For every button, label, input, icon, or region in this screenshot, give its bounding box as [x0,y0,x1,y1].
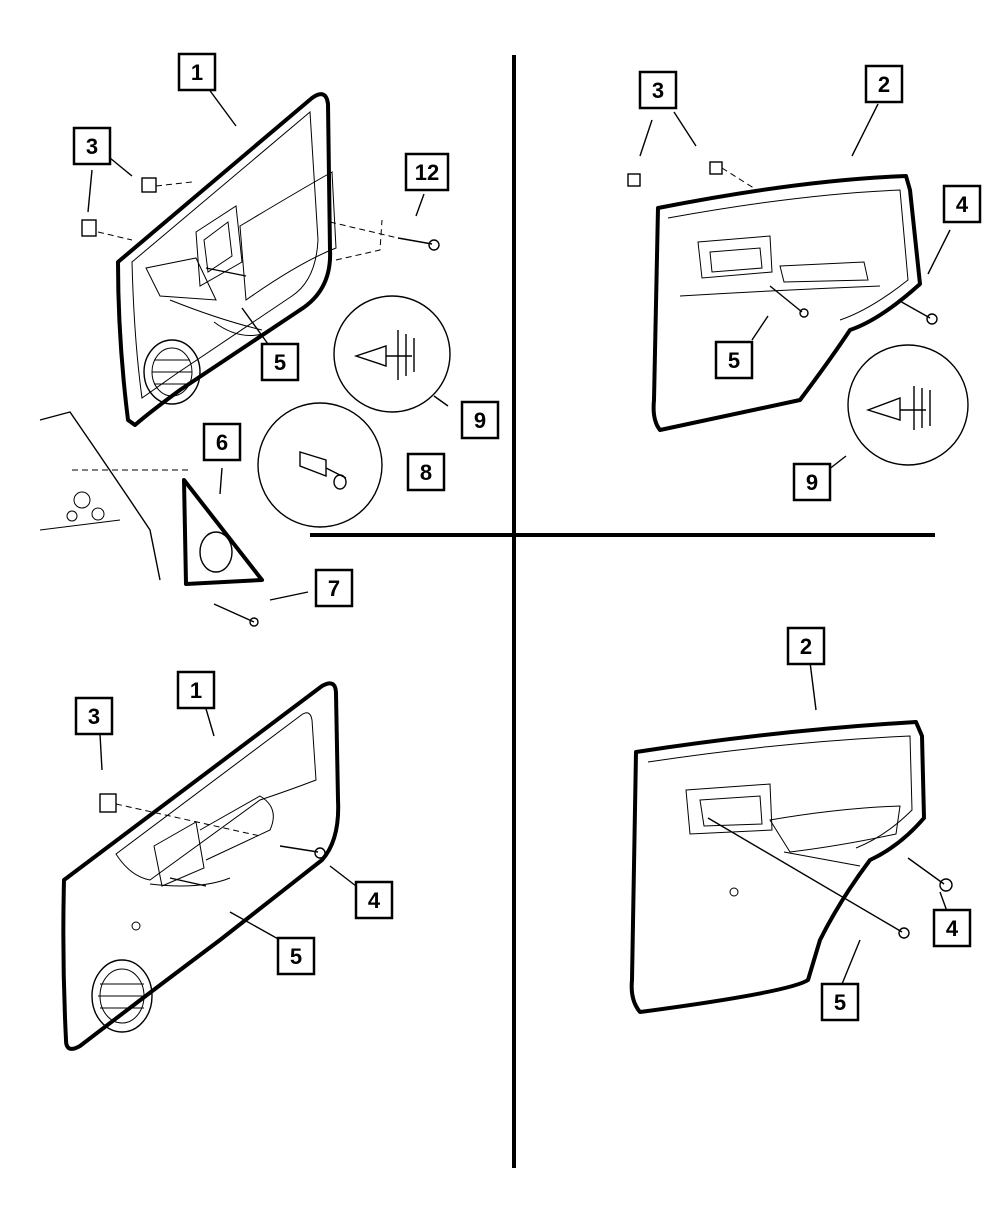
snap-fastener-detail [257,402,383,528]
callout-label: 12 [415,160,439,185]
callout-label: 1 [191,60,203,85]
callout-1-top-left: 1 [177,52,217,92]
callout-7: 7 [314,568,354,608]
callout-label: 8 [420,460,432,485]
callout-4-top-right: 4 [942,184,982,224]
callout-label: 5 [834,990,846,1015]
callout-label: 3 [86,134,98,159]
callout-label: 4 [368,888,381,913]
callout-3-bottom-left: 3 [74,696,114,736]
rear-door-panel-top [627,161,938,432]
callout-12: 12 [404,152,450,192]
callout-3-top-right: 3 [638,70,678,110]
callout-label: 4 [946,916,959,941]
callout-label: 5 [728,348,740,373]
callout-label: 3 [652,78,664,103]
callout-label: 3 [88,704,100,729]
callout-5-bottom-left: 5 [276,936,316,976]
callout-label: 1 [190,678,202,703]
front-door-panel-bottom [61,681,341,1051]
callout-3-top-left: 3 [72,126,112,166]
rear-door-panel-bottom [629,720,953,1014]
callout-label: 9 [474,408,486,433]
callout-label: 5 [274,350,286,375]
front-door-panel-top [81,92,440,427]
callout-5-bottom-right: 5 [820,982,860,1022]
callout-9-top-left: 9 [460,400,500,440]
callout-5-top-right: 5 [714,340,754,380]
callout-label: 7 [328,576,340,601]
callout-1-bottom-left: 1 [176,670,216,710]
callout-label: 5 [290,944,302,969]
sail-panel-trim [39,411,264,627]
callout-6: 6 [202,422,242,462]
push-pin-fastener-detail-right [847,344,969,466]
callout-2-bottom-right: 2 [786,626,826,666]
callout-4-bottom-left: 4 [354,880,394,920]
push-pin-fastener-detail [333,295,451,413]
callout-label: 2 [878,72,890,97]
callout-5-top-left: 5 [260,342,300,382]
callout-leaders [87,87,951,985]
callout-9-top-right: 9 [792,462,832,502]
callout-4-bottom-right: 4 [932,908,972,948]
callout-label: 2 [800,634,812,659]
callout-8: 8 [406,452,446,492]
callout-label: 9 [806,470,818,495]
callout-label: 6 [216,430,228,455]
callout-label: 4 [956,192,969,217]
callout-2-top-right: 2 [864,64,904,104]
